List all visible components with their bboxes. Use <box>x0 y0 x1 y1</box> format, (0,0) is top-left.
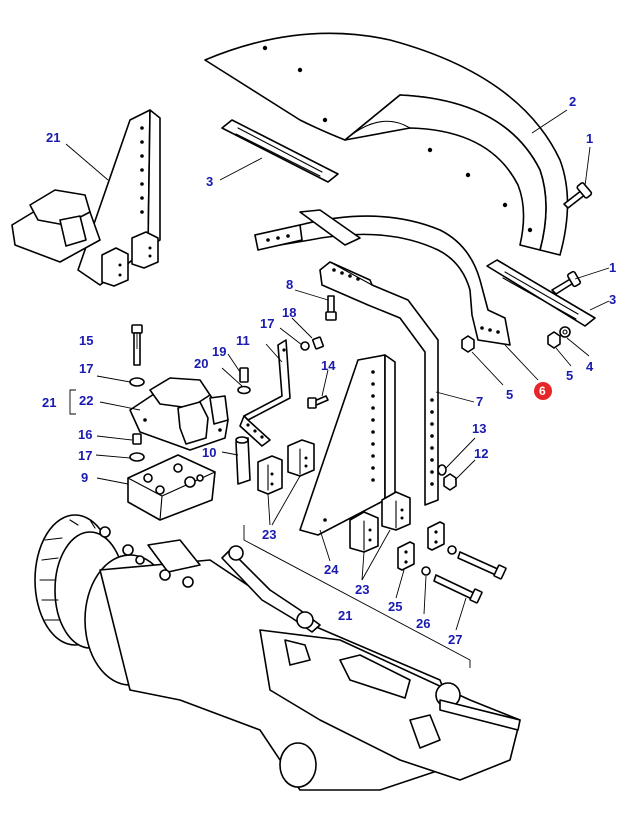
callout-23: 23 <box>355 582 369 597</box>
callout-23: 23 <box>262 527 276 542</box>
mount-assembly <box>129 377 229 451</box>
front-axle <box>34 514 521 791</box>
callout-5: 5 <box>566 368 573 383</box>
callout-3: 3 <box>609 292 616 307</box>
callout-18: 18 <box>282 305 296 320</box>
inset-assembly <box>11 109 161 287</box>
callout-14: 14 <box>321 358 336 373</box>
bolts-long <box>421 545 507 604</box>
callout-8: 8 <box>286 277 293 292</box>
callout-26: 26 <box>416 616 430 631</box>
callout-21: 21 <box>46 130 60 145</box>
strap-plate-lower <box>486 259 596 327</box>
callout-3: 3 <box>206 174 213 189</box>
rubber-blocks <box>257 439 411 553</box>
callout-21: 21 <box>42 395 56 410</box>
bracket-triangular <box>299 354 396 536</box>
mudguard <box>204 32 569 256</box>
callout-1: 1 <box>609 260 616 275</box>
strap-plate-upper <box>221 119 339 183</box>
callout-4: 4 <box>586 359 594 374</box>
callout-17: 17 <box>78 448 92 463</box>
mounting-block <box>127 454 216 521</box>
bolt-upper <box>563 182 593 209</box>
callout-2: 2 <box>569 94 576 109</box>
leader-lines <box>65 109 610 631</box>
callout-6: 6 <box>539 384 546 398</box>
callout-11: 11 <box>236 333 250 348</box>
callout-12: 12 <box>474 446 488 461</box>
spacer-tube <box>235 436 251 485</box>
callout-7: 7 <box>476 394 483 409</box>
callout-22: 22 <box>79 393 93 408</box>
bolt-lower <box>551 270 582 295</box>
callout-10: 10 <box>202 445 216 460</box>
angle-bracket <box>239 339 291 447</box>
bracket-upright <box>319 261 439 506</box>
highlight-marker-6 <box>534 382 552 400</box>
callout-5: 5 <box>506 387 513 402</box>
callouts: 2 1 3 21 1 3 8 18 17 11 15 19 20 14 17 2… <box>42 94 616 647</box>
callout-24: 24 <box>324 562 339 577</box>
group-brace <box>69 389 76 415</box>
callout-21: 21 <box>338 608 352 623</box>
callout-19: 19 <box>212 344 226 359</box>
callout-17: 17 <box>260 316 274 331</box>
nuts-washers <box>437 326 571 491</box>
callout-1: 1 <box>586 131 593 146</box>
bolt-washer <box>237 367 251 395</box>
callout-25: 25 <box>388 599 402 614</box>
callout-15: 15 <box>79 333 93 348</box>
support-arm <box>254 209 511 346</box>
callout-13: 13 <box>472 421 486 436</box>
group-bracket-line <box>243 525 471 668</box>
bolts-small <box>300 295 337 409</box>
callout-27: 27 <box>448 632 462 647</box>
small-plates <box>397 521 445 571</box>
callout-16: 16 <box>78 427 92 442</box>
callout-17: 17 <box>79 361 93 376</box>
callout-9: 9 <box>81 470 88 485</box>
callout-20: 20 <box>194 356 208 371</box>
